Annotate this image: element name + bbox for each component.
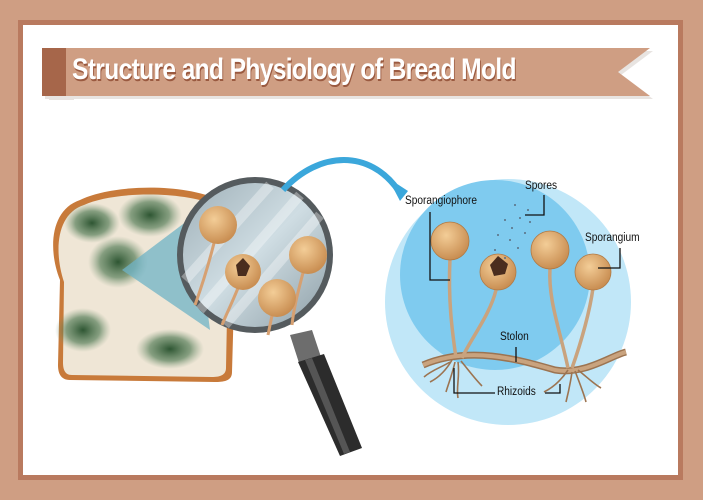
label-leader-lines <box>429 195 621 394</box>
curved-arrow <box>280 157 401 193</box>
label-spores: Spores <box>525 180 558 192</box>
title-banner <box>42 48 653 100</box>
label-sporangium: Sporangium <box>585 232 640 244</box>
page-title: Structure and Physiology of Bread Mold <box>72 53 517 86</box>
sporangia <box>430 221 612 291</box>
sporangiophores <box>447 257 595 369</box>
label-sporangiophore: Sporangiophore <box>405 195 478 207</box>
magnifying-glass <box>177 177 362 456</box>
label-stolon: Stolon <box>500 331 529 343</box>
label-rhizoids: Rhizoids <box>497 386 536 398</box>
spores-dots <box>494 204 531 259</box>
rhizoids <box>423 359 602 403</box>
